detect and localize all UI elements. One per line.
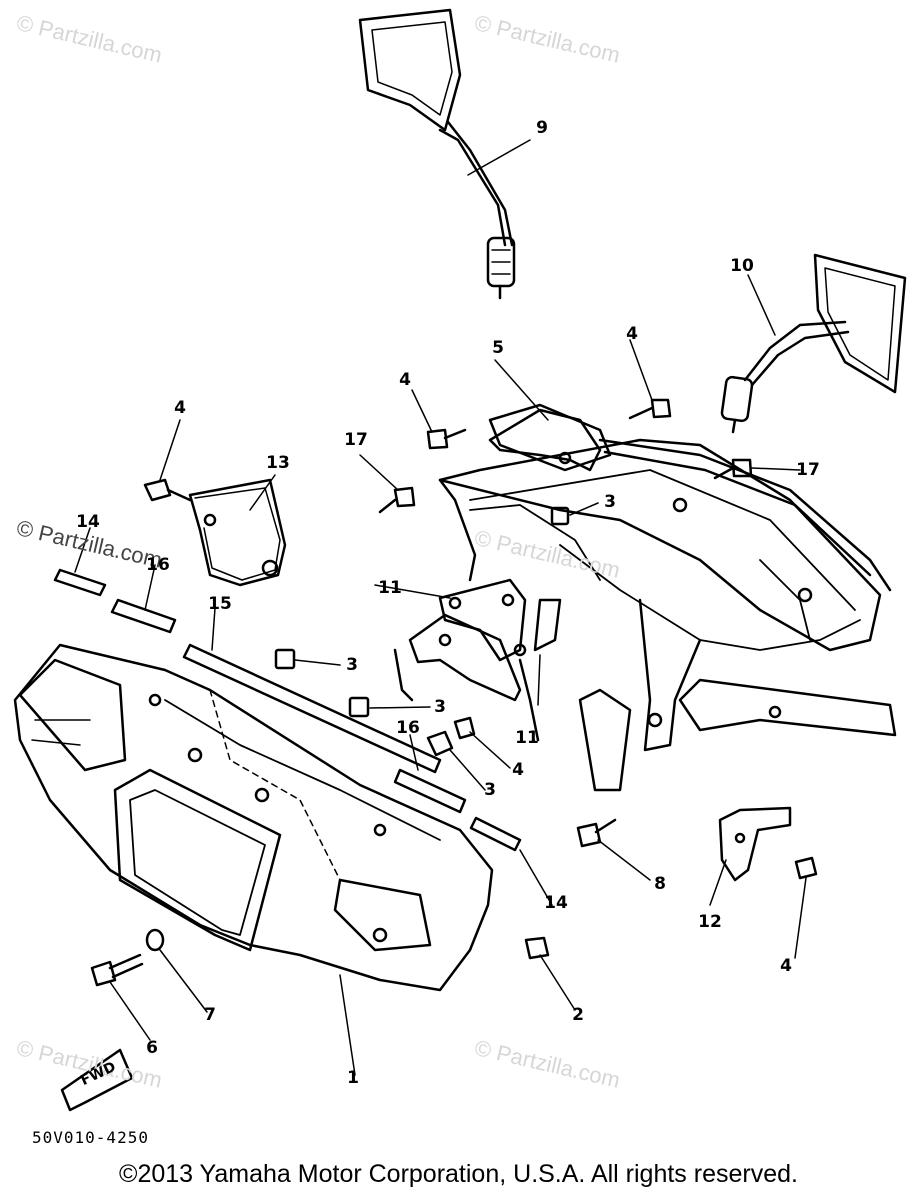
trim-strips	[53, 568, 522, 852]
fwd-arrow	[60, 1048, 134, 1112]
drawing-code: 50V010-4250	[32, 1128, 149, 1147]
callout-14: 14	[544, 893, 568, 913]
callout-3: 3	[346, 655, 358, 675]
callout-10: 10	[730, 256, 754, 276]
callout-1: 1	[347, 1068, 359, 1088]
callout-5: 5	[492, 338, 504, 358]
clip	[718, 806, 792, 882]
handlebar-frame	[438, 403, 897, 792]
callout-4: 4	[780, 956, 792, 976]
callout-4: 4	[399, 370, 411, 390]
callout-3: 3	[484, 780, 496, 800]
callout-2: 2	[572, 1005, 584, 1025]
fasteners	[90, 398, 818, 987]
callout-16: 16	[396, 718, 420, 738]
copyright-notice: ©2013 Yamaha Motor Corporation, U.S.A. A…	[119, 1160, 798, 1188]
headlight-cover	[13, 643, 494, 992]
callout-4: 4	[512, 760, 524, 780]
callout-17: 17	[796, 460, 820, 480]
callout-4: 4	[626, 324, 638, 344]
callout-16: 16	[146, 555, 170, 575]
top-bracket	[488, 408, 602, 472]
callout-8: 8	[654, 874, 666, 894]
callout-3: 3	[434, 697, 446, 717]
callout-9: 9	[536, 118, 548, 138]
callout-11: 11	[378, 578, 402, 598]
side-bracket	[188, 478, 287, 587]
right-mirror	[720, 253, 907, 434]
callout-4: 4	[174, 398, 186, 418]
callout-13: 13	[266, 453, 290, 473]
callout-11: 11	[515, 728, 539, 748]
left-mirror	[358, 8, 516, 300]
callout-7: 7	[204, 1005, 216, 1025]
callout-17: 17	[344, 430, 368, 450]
leader-lines	[74, 139, 807, 1076]
callout-15: 15	[208, 594, 232, 614]
callout-3: 3	[604, 492, 616, 512]
callout-6: 6	[146, 1038, 158, 1058]
callout-14: 14	[76, 512, 100, 532]
callout-12: 12	[698, 912, 722, 932]
bracket	[393, 578, 540, 742]
